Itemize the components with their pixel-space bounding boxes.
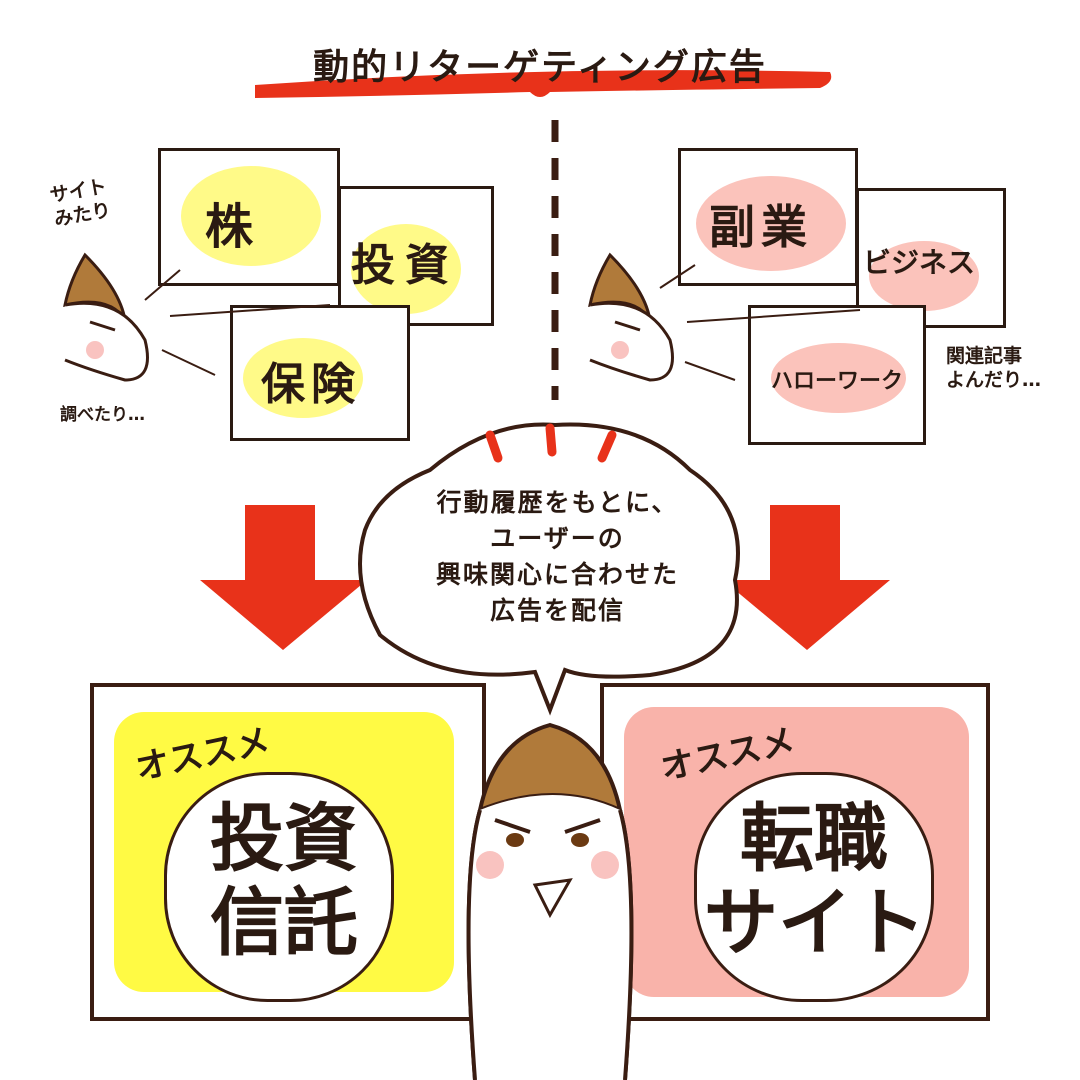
title-brush-stroke (255, 70, 832, 98)
onion-character-left (63, 252, 331, 382)
dashed-divider (551, 120, 559, 400)
ad-text: 投資 信託 (210, 796, 358, 966)
speech-bubble (358, 422, 740, 716)
card-label: ハローワーク (771, 369, 904, 394)
ad-investment-trust: オススメ 投資 信託 (90, 683, 486, 1021)
card-side-job: 副業 (678, 148, 858, 286)
card-stock: 株 (158, 148, 340, 286)
onion-character-center (466, 722, 634, 1080)
arrow-down-left (200, 505, 367, 650)
card-hello-work: ハローワーク (748, 305, 926, 445)
ad-job-site: オススメ 転職 サイト (600, 683, 990, 1021)
card-business: ビジネス (856, 188, 1006, 328)
ad-text: 転職 サイト (704, 796, 926, 966)
page-title: 動的リターゲティング広告 (313, 47, 767, 88)
card-label: 副業 (709, 200, 813, 254)
card-label: 投資 (351, 240, 459, 291)
note-read-articles: 関連記事 よんだり… (946, 345, 1042, 391)
card-label: 株 (205, 199, 254, 255)
onion-character-right (588, 252, 861, 382)
card-investment: 投資 (338, 186, 494, 326)
card-label: ビジネス (863, 246, 976, 279)
arrow-down-right (723, 505, 890, 650)
card-label: 保険 (261, 359, 361, 410)
note-researched: 調べたり… (60, 405, 145, 425)
card-insurance: 保険 (230, 305, 410, 441)
bubble-text: 行動履歴をもとに、 ユーザーの 興味関心に合わせた 広告を配信 (435, 488, 679, 625)
note-site-viewed: サイト みたり (48, 175, 113, 231)
